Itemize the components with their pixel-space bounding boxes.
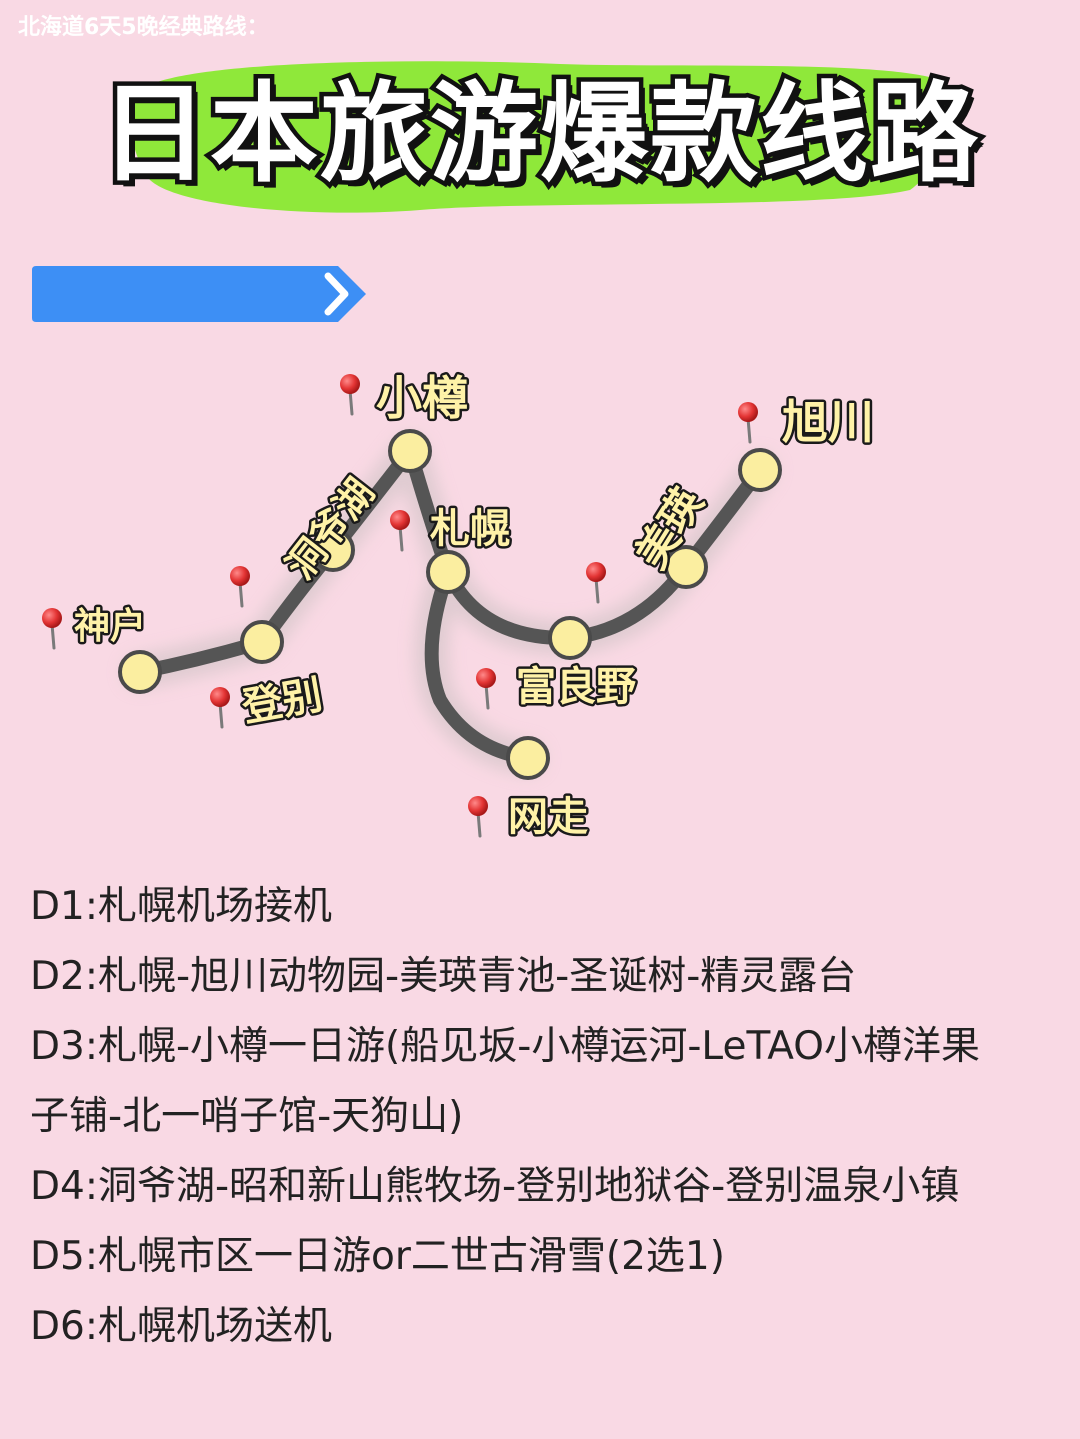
city-label-noboribetsu: 登别	[238, 672, 326, 731]
node-furano	[548, 616, 592, 660]
route-nodes	[118, 429, 782, 780]
title-section: 日本旅游爆款线路	[0, 30, 1080, 230]
node-kobe	[118, 650, 162, 694]
page-title: 日本旅游爆款线路	[95, 68, 982, 202]
itinerary-day-1: D1:札幌机场接机	[30, 884, 332, 929]
node-noboribetsu	[240, 620, 284, 664]
itinerary-day-4: D4:洞爷湖-昭和新山熊牧场-登别地狱谷-登别温泉小镇	[30, 1164, 960, 1209]
node-abashiri	[506, 736, 550, 780]
itinerary-day-3-line-2: 子铺-北一哨子馆-天狗山)	[30, 1094, 464, 1139]
node-sapporo	[426, 550, 470, 594]
itinerary-day-2: D2:札幌-旭川动物园-美瑛青池-圣诞树-精灵露台	[30, 954, 857, 999]
city-label-furano: 富良野	[516, 664, 636, 710]
route-map: 神户 登别 洞爷湖 小樽 札幌 富良野 网走 美瑛 旭川	[40, 369, 877, 843]
route-banner-label: 北海道6天5晚经典路线：	[18, 15, 269, 40]
node-otaru	[388, 429, 432, 473]
city-label-asahikawa: 旭川	[782, 395, 874, 449]
city-label-sapporo: 札幌	[430, 506, 510, 552]
itinerary-list: D1:札幌机场接机 D2:札幌-旭川动物园-美瑛青池-圣诞树-精灵露台 D3:札…	[30, 872, 1050, 1362]
city-label-otaru: 小樽	[376, 371, 468, 425]
node-asahikawa	[738, 448, 782, 492]
chevron-right-icon	[324, 272, 349, 316]
title-highlight-shape	[131, 61, 949, 213]
itinerary-day-6: D6:札幌机场送机	[30, 1304, 332, 1349]
city-label-kobe: 神户	[74, 606, 146, 647]
itinerary-day-3-line-1: D3:札幌-小樽一日游(船见坂-小樽运河-LeTAO小樽洋果	[30, 1024, 980, 1069]
node-toya	[311, 528, 355, 572]
node-biei	[664, 545, 708, 589]
itinerary-day-5: D5:札幌市区一日游or二世古滑雪(2选1)	[30, 1234, 725, 1279]
city-label-abashiri: 网走	[508, 794, 588, 840]
route-banner	[32, 266, 366, 322]
